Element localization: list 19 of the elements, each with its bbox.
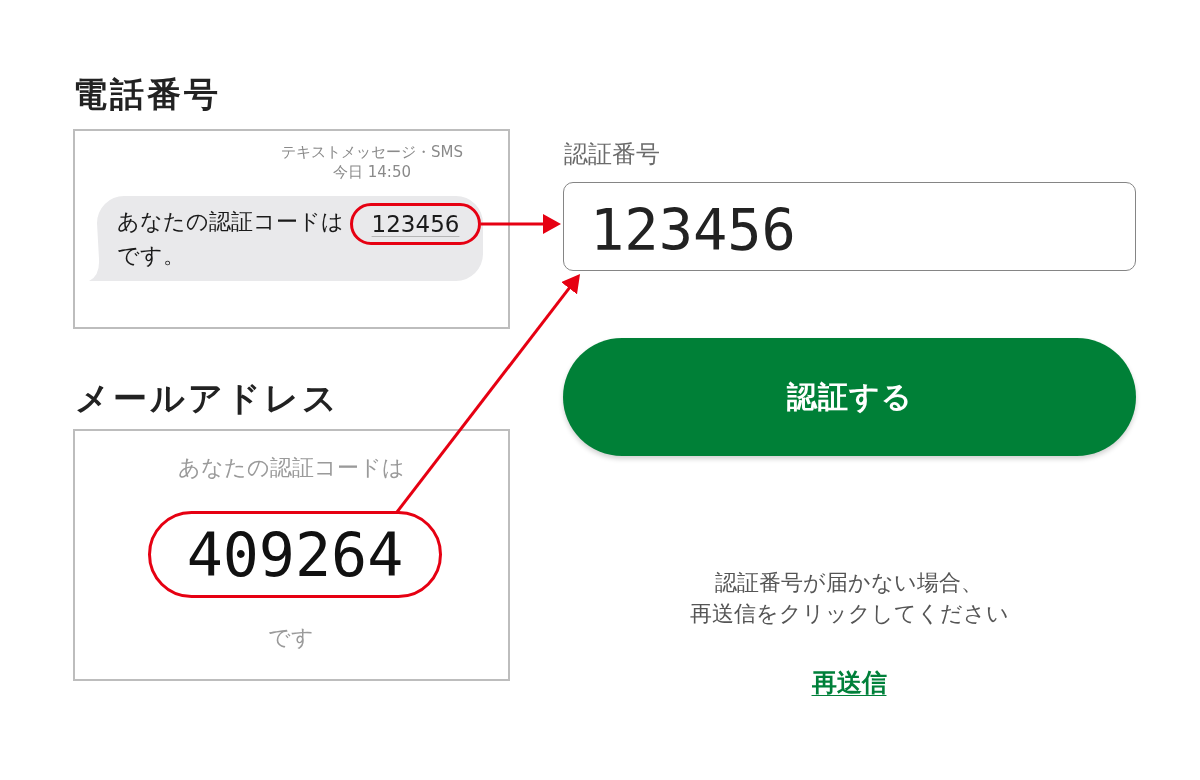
- message-text: あなたの認証コードは: [177, 455, 405, 482]
- arrow: [395, 274, 581, 513]
- message-text: です: [268, 625, 314, 652]
- resend-link: 再送信: [811, 668, 887, 698]
- message-panel: [73, 74, 510, 329]
- verify-button: 認証する: [563, 338, 1136, 456]
- highlight-pill: 123456: [350, 203, 481, 245]
- message-text: あなたの認証コードは: [117, 209, 344, 236]
- message-header: テキストメッセージ・SMS: [281, 143, 463, 161]
- section-heading: メールアドレス: [75, 378, 340, 419]
- arrow: [481, 214, 561, 234]
- section-heading: 電話番号: [73, 74, 221, 115]
- input-value: 123456: [590, 196, 796, 265]
- highlight-pill: 409264: [148, 511, 442, 598]
- message-text: です。: [117, 243, 185, 270]
- field-label: 認証番号: [564, 140, 660, 169]
- message-bubble: [89, 196, 483, 281]
- timestamp: 今日 14:50: [333, 163, 411, 181]
- note-text: 認証番号が届かない場合、再送信をクリックしてください: [689, 569, 1009, 628]
